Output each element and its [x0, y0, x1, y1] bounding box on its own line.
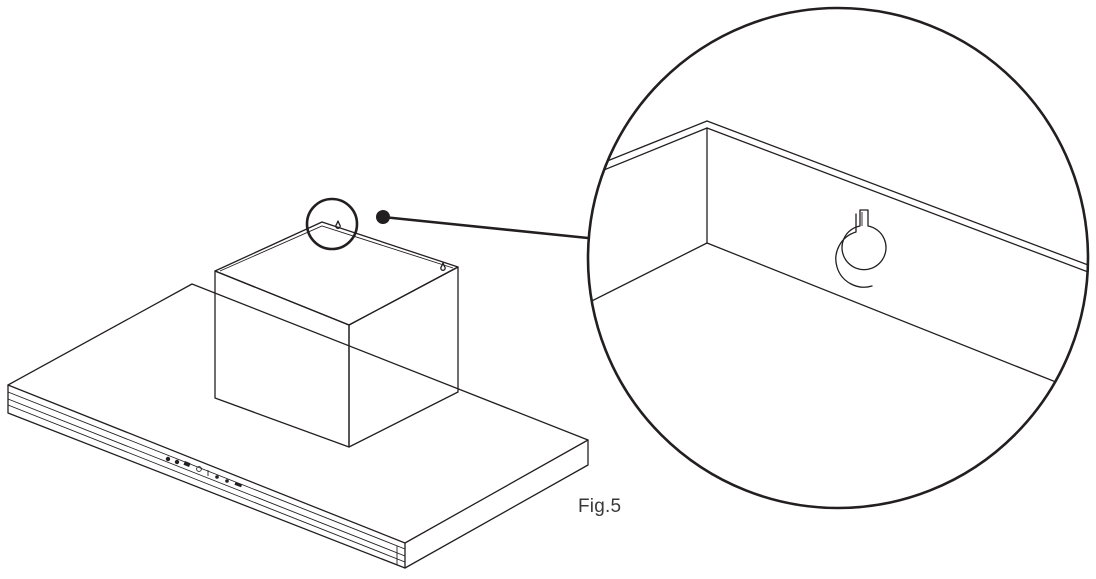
leader-line	[382, 215, 589, 240]
control-button	[183, 461, 191, 467]
control-button	[225, 479, 229, 483]
keyhole-slot	[440, 262, 446, 271]
callout-circle	[305, 197, 359, 251]
magnified-detail	[588, 120, 1088, 399]
control-button	[165, 456, 171, 462]
control-button	[196, 466, 202, 472]
keyhole-detail	[835, 209, 887, 288]
control-button	[234, 481, 243, 488]
keyhole-slot	[335, 220, 341, 229]
control-panel	[165, 456, 243, 488]
figure-label: Fig.5	[578, 496, 622, 517]
control-button	[174, 459, 180, 465]
magnified-circle-border	[586, 6, 1090, 510]
chimney-box	[214, 220, 459, 448]
hood-canopy	[7, 283, 589, 569]
control-button	[215, 475, 219, 479]
